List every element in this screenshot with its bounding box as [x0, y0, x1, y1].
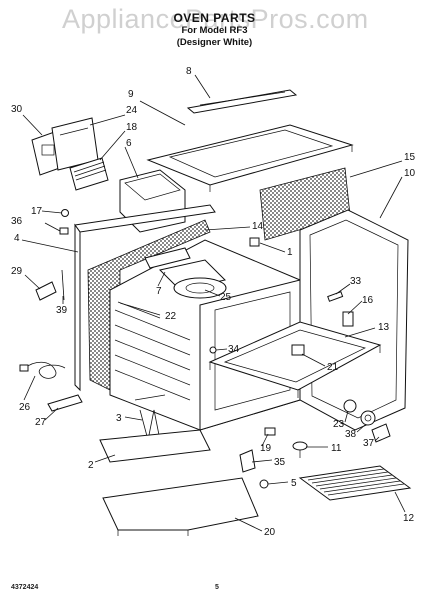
- part-35-bracket: [239, 449, 256, 473]
- callout-27: 27: [35, 417, 47, 428]
- part-37-knob: [371, 423, 391, 443]
- part-38-knob: [360, 410, 376, 426]
- callout-24: 24: [126, 105, 138, 116]
- model-line: For Model RF3: [181, 25, 248, 36]
- callout-30: 30: [11, 104, 23, 115]
- callout-18: 18: [126, 122, 138, 133]
- callout-14: 14: [252, 221, 264, 232]
- part-27-bracket: [47, 394, 83, 412]
- part-36-clip: [59, 227, 69, 235]
- part-8-top-trim-strip: [186, 89, 298, 114]
- callout-26: 26: [19, 402, 31, 413]
- callout-33: 33: [350, 276, 362, 287]
- callout-29: 29: [11, 266, 23, 277]
- callout-8: 8: [186, 66, 192, 77]
- callout-20: 20: [264, 527, 276, 538]
- callout-10: 10: [404, 168, 416, 179]
- callout-36: 36: [11, 216, 23, 227]
- callout-16: 16: [362, 295, 374, 306]
- part-26-wire-harness: [19, 361, 66, 379]
- part-18-grille: [69, 157, 109, 191]
- callout-19: 19: [260, 443, 272, 454]
- callout-7: 7: [156, 286, 162, 297]
- callout-9: 9: [128, 89, 134, 100]
- callout-35: 35: [274, 457, 286, 468]
- callout-6: 6: [126, 138, 132, 149]
- color-line: (Designer White): [176, 37, 253, 48]
- diagram-title: OVEN PARTS: [173, 11, 256, 25]
- callout-22: 22: [165, 311, 177, 322]
- leader-lines: [21, 74, 406, 532]
- part-5-grommet: [259, 479, 269, 489]
- part-9-oven-top-panel: [146, 124, 354, 192]
- callout-1: 1: [287, 247, 293, 258]
- part-21-window-clip: [291, 344, 305, 356]
- callout-13: 13: [378, 322, 390, 333]
- part-16-bracket: [342, 311, 354, 327]
- callout-34: 34: [228, 344, 240, 355]
- part-11-burner-valve: [292, 441, 308, 458]
- part-2-bottom-frame: [99, 429, 211, 463]
- callout-15: 15: [404, 152, 416, 163]
- callout-3: 3: [116, 413, 122, 424]
- callout-39: 39: [56, 305, 68, 316]
- part-4-left-side-panel: [74, 204, 216, 392]
- part-39-wire: [61, 269, 65, 301]
- page-number: 5: [215, 584, 219, 591]
- part-33-screw: [327, 291, 344, 302]
- callout-23: 23: [333, 419, 345, 430]
- part-23-knob: [343, 399, 357, 413]
- callout-37: 37: [363, 438, 375, 449]
- part-20-bottom-panel: [102, 477, 259, 536]
- callout-21: 21: [327, 362, 339, 373]
- footer-code: 4372424: [11, 584, 39, 591]
- part-1-clip: [249, 237, 260, 247]
- callout-4: 4: [14, 233, 20, 244]
- watermark: AppliancePartsPros.com: [62, 4, 369, 34]
- callout-17: 17: [31, 206, 43, 217]
- part-12-oven-rack: [298, 465, 412, 501]
- callout-11: 11: [331, 443, 342, 454]
- part-34-screw: [209, 346, 217, 354]
- part-3-bake-element: [134, 394, 166, 441]
- part-19-clip: [264, 427, 276, 436]
- callout-2: 2: [88, 460, 94, 471]
- callout-12: 12: [403, 513, 415, 524]
- part-10-right-side-panel: [299, 209, 409, 431]
- callout-25: 25: [220, 292, 232, 303]
- callout-5: 5: [291, 478, 297, 489]
- part-13-oven-door: [208, 321, 382, 398]
- part-17-nut: [61, 209, 69, 217]
- callout-38: 38: [345, 429, 357, 440]
- part-29-igniter-plate: [35, 281, 57, 301]
- callout-labels: 8 9 30 24 18 6 15 10 17 36 4 14 1 29 39 …: [11, 66, 416, 538]
